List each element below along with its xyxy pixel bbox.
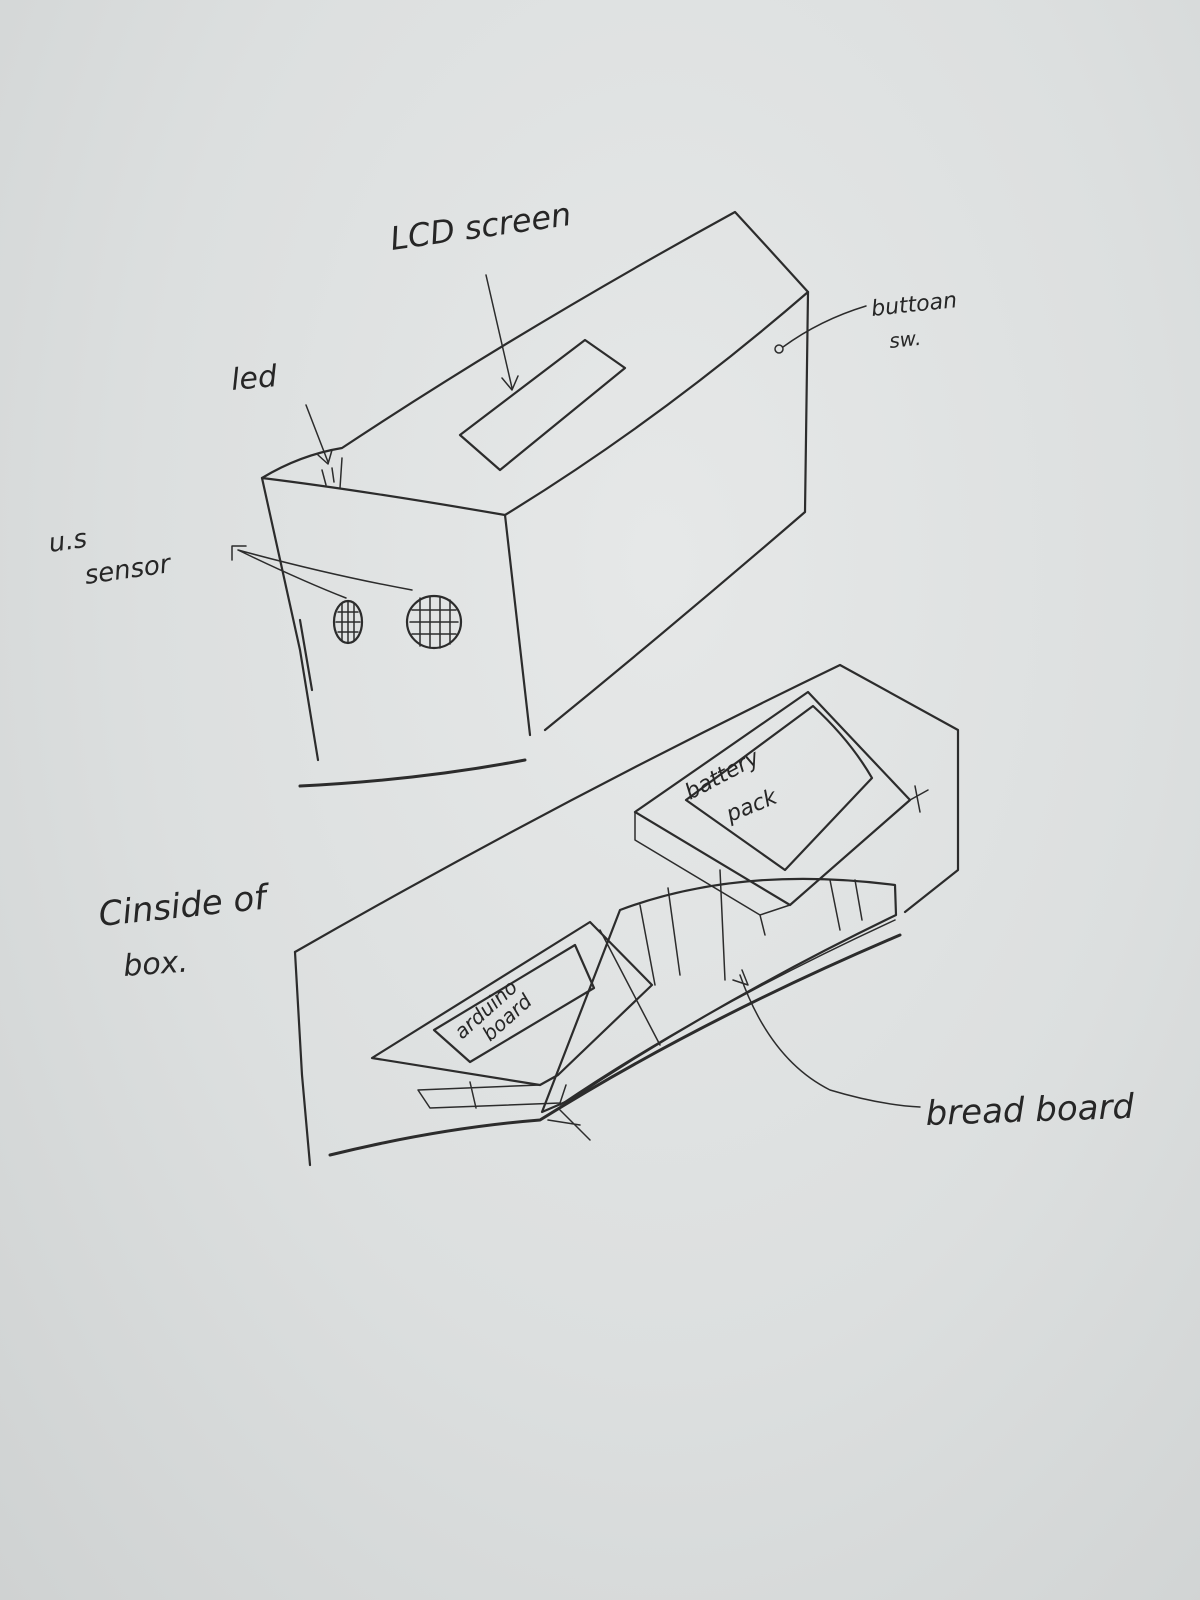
ultrasonic-sensor-right bbox=[407, 596, 461, 648]
bread-board bbox=[542, 870, 896, 1140]
label-inside-line1: Cinside of bbox=[97, 877, 273, 935]
label-us-line1: u.s bbox=[47, 524, 89, 559]
lcd-arrow bbox=[486, 275, 518, 390]
button-leader-line bbox=[783, 306, 866, 347]
label-inside-line2: box. bbox=[122, 945, 189, 984]
label-us-line2: sensor bbox=[83, 549, 175, 591]
button-switch-mark bbox=[775, 345, 783, 353]
box-side-face bbox=[545, 292, 808, 730]
label-lcd-screen: LCD screen bbox=[388, 195, 574, 258]
led-mark bbox=[322, 458, 342, 488]
box-front-face bbox=[262, 478, 530, 760]
inner-box-floor-line bbox=[330, 935, 900, 1155]
label-button-line1: buttoan bbox=[870, 288, 958, 322]
battery-pack bbox=[635, 692, 928, 935]
outer-box bbox=[262, 212, 808, 786]
ultrasonic-sensor-left bbox=[334, 601, 362, 643]
inner-box-back-edge bbox=[295, 665, 958, 952]
inner-box bbox=[295, 665, 958, 1165]
box-top-face bbox=[262, 212, 808, 515]
label-bread-board: bread board bbox=[925, 1087, 1135, 1134]
box-base-line bbox=[300, 760, 525, 786]
breadboard-leader-line bbox=[733, 970, 920, 1107]
us-sensor-arrow bbox=[232, 546, 412, 598]
inner-box-left-wall bbox=[295, 952, 310, 1165]
label-button-line2: sw. bbox=[888, 326, 922, 353]
lcd-screen-rect bbox=[460, 340, 625, 470]
label-led: led bbox=[230, 359, 280, 398]
label-battery-line2: pack bbox=[722, 784, 782, 828]
